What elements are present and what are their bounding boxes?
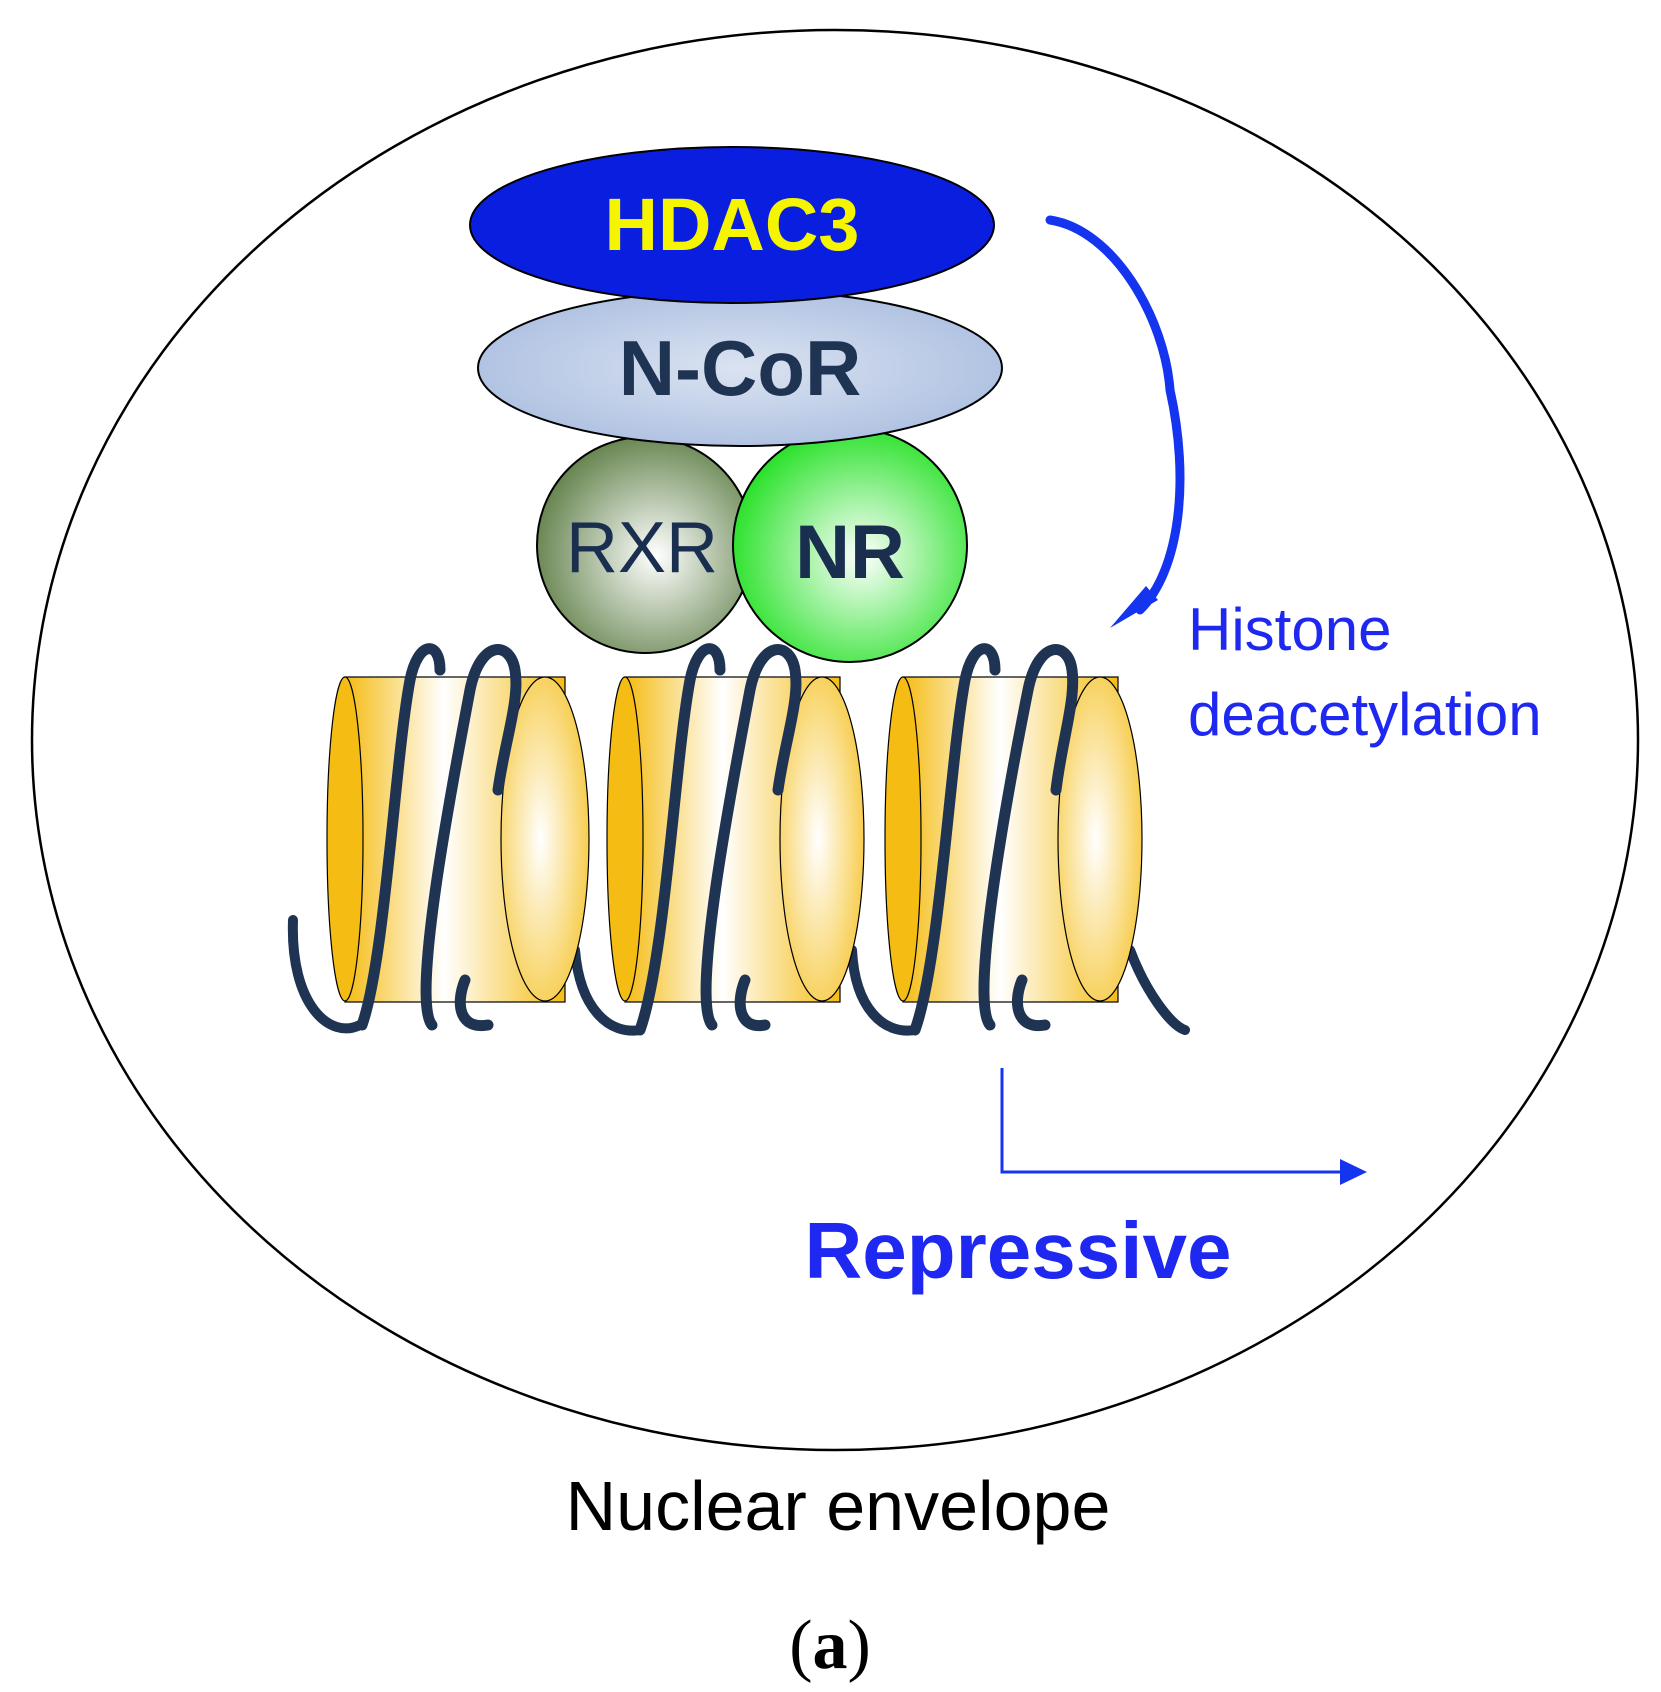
nuclear-envelope-outline (30, 28, 1640, 1452)
panel-letter: a (813, 1607, 848, 1684)
nucleosome-2 (606, 676, 865, 1003)
hdac3-protein (469, 146, 995, 304)
hdac3-label: HDAC3 (605, 183, 860, 266)
deacetylation-arrowhead (1110, 586, 1158, 628)
panel-label: (a) (789, 1607, 871, 1684)
nuclear-envelope-label: Nuclear envelope (566, 1467, 1111, 1545)
dna-coils (356, 643, 1079, 1036)
nr-label: NR (795, 510, 905, 595)
panel-close-paren: ) (848, 1607, 871, 1684)
deacetylation-arrow (1045, 215, 1185, 615)
dna-strand (287, 915, 1190, 1036)
histone-label-line1: Histone (1188, 596, 1391, 663)
rxr-label: RXR (566, 508, 718, 588)
transcription-start-arrow (1000, 1068, 1342, 1174)
ncor-label: N-CoR (619, 324, 862, 412)
transcription-arrowhead (1340, 1159, 1367, 1185)
repressive-label: Repressive (805, 1206, 1232, 1295)
histone-label-line2: deacetylation (1188, 681, 1542, 748)
nucleosome-3 (884, 676, 1143, 1003)
panel-open-paren: ( (789, 1607, 812, 1684)
